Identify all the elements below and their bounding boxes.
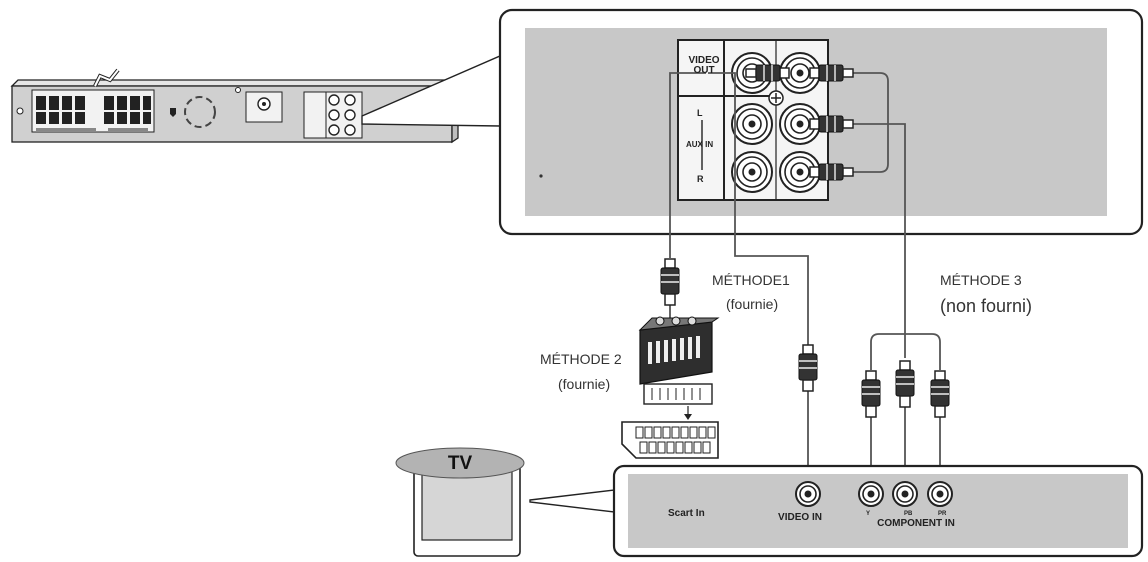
scart-adapter xyxy=(638,316,720,420)
scart-socket xyxy=(621,421,719,459)
aux-right-label: R xyxy=(697,174,704,184)
component-pr-label: PR xyxy=(938,511,947,517)
aux-in-label: AUX IN xyxy=(686,140,714,149)
method1-label: MÉTHODE1 xyxy=(712,272,790,288)
tv-callout xyxy=(529,489,615,513)
method3-label: MÉTHODE 3 xyxy=(940,272,1022,288)
tv-icon xyxy=(395,447,525,557)
tv-label: TV xyxy=(447,453,473,474)
aux-left-label: L xyxy=(697,108,703,118)
video-out-label: VIDEO OUT xyxy=(688,55,720,76)
method1-note: (fournie) xyxy=(726,296,779,312)
cables xyxy=(669,72,941,484)
method2-label: MÉTHODE 2 xyxy=(540,351,622,367)
component-in-label: COMPONENT IN xyxy=(877,518,955,529)
component-pb-label: PB xyxy=(904,511,913,517)
component-y-label: Y xyxy=(866,511,871,517)
scart-in-label: Scart In xyxy=(668,508,705,519)
method2-note: (fournie) xyxy=(558,376,611,392)
tv-panel-closeup xyxy=(612,464,1144,558)
video-in-label: VIDEO IN xyxy=(778,512,822,523)
method3-note: (non fourni) xyxy=(940,296,1033,316)
